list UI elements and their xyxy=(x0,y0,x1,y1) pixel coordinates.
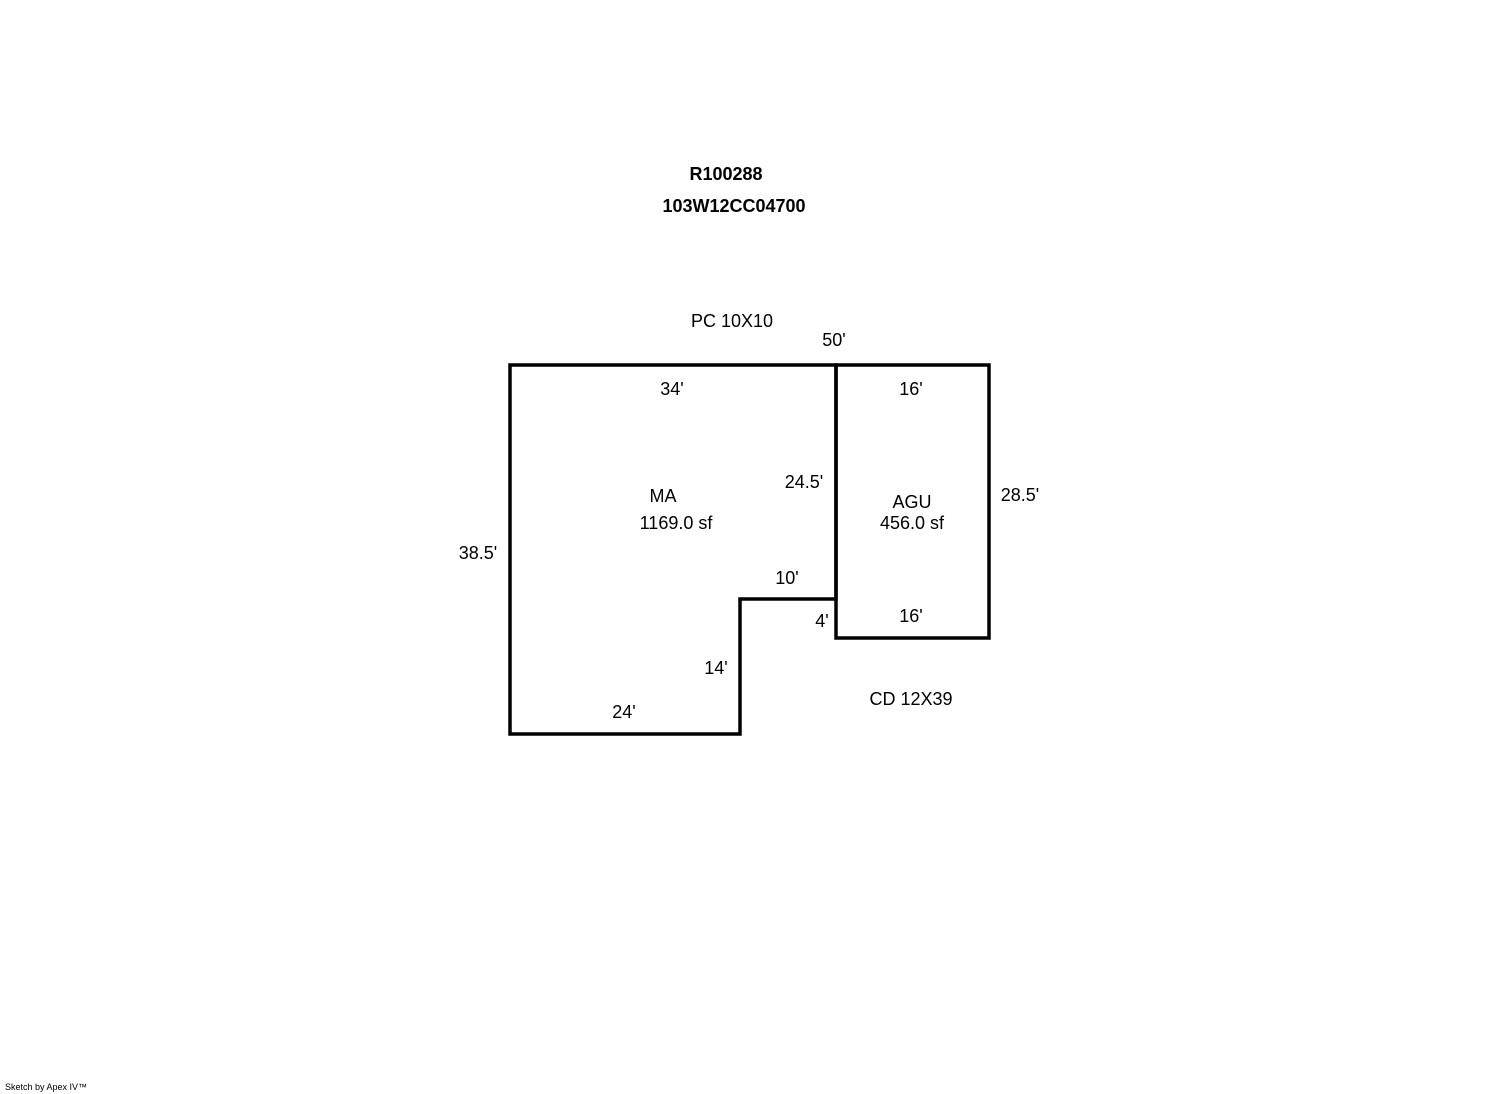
dim-ma-inner-right: 24.5' xyxy=(784,472,824,492)
dim-agu-bottom: 16' xyxy=(899,606,923,626)
agu-code: AGU xyxy=(892,492,932,512)
dim-ma-notch-top: 10' xyxy=(775,568,799,588)
dim-agu-top: 16' xyxy=(899,379,923,399)
dim-ma-top: 34' xyxy=(660,379,684,399)
footer-credit: Sketch by Apex IV™ xyxy=(5,1082,88,1092)
porch-label: PC 10X10 xyxy=(690,311,774,331)
agu-area: 456.0 sf xyxy=(879,513,945,533)
map-tax-lot: 103W12CC04700 xyxy=(662,196,806,216)
dim-agu-right: 28.5' xyxy=(1000,485,1040,505)
ma-area: 1169.0 sf xyxy=(639,513,713,533)
record-id: R100288 xyxy=(689,164,763,184)
ma-code: MA xyxy=(649,486,677,506)
dim-ma-left: 38.5' xyxy=(458,543,498,563)
dim-ma-lower-right: 14' xyxy=(704,658,728,678)
deck-label: CD 12X39 xyxy=(869,689,953,709)
agu-outline xyxy=(834,363,991,640)
dim-ma-bottom: 24' xyxy=(612,702,636,722)
ma-outline xyxy=(508,363,838,736)
dim-ma-notch-right: 4' xyxy=(815,611,829,631)
dim-top-overall: 50' xyxy=(822,330,846,350)
